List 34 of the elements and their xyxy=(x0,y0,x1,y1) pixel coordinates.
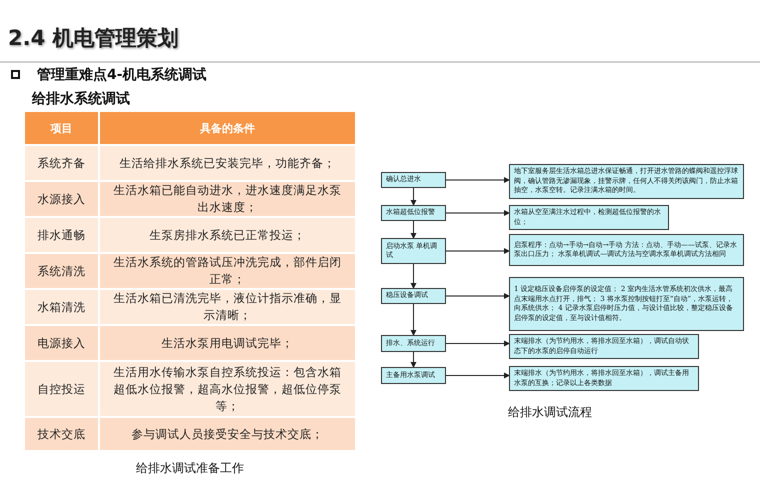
arrow xyxy=(410,264,416,289)
arrow xyxy=(410,220,416,239)
arrow xyxy=(446,293,510,299)
table-cell: 技术交底 xyxy=(25,418,98,450)
table-cell: 生活水箱已清洗完毕，液位计指示准确，显示清晰； xyxy=(100,290,355,324)
table-cell: 生活给排水系统已安装完毕，功能齐备； xyxy=(100,146,355,180)
arrow xyxy=(446,210,510,216)
table-cell: 生活水系统的管路试压冲洗完成，部件启闭正常； xyxy=(100,254,355,288)
table-cell: 自控投运 xyxy=(25,362,98,416)
table-cell: 系统齐备 xyxy=(25,146,98,180)
table-cell: 水源接入 xyxy=(25,182,98,216)
table-cell: 生泵房排水系统已正常投运； xyxy=(100,218,355,252)
table-cell: 电源接入 xyxy=(25,326,98,360)
table-cell: 生活水箱已能自动进水，进水速度满足水泵出水速度； xyxy=(100,182,355,216)
column-header: 项目 xyxy=(25,112,98,144)
arrow xyxy=(410,352,416,368)
table-cell: 生活水泵用电调试完毕； xyxy=(100,326,355,360)
arrow xyxy=(446,248,510,254)
arrow xyxy=(446,177,510,183)
table-cell: 水箱清洗 xyxy=(25,290,98,324)
table-caption: 给排水调试准备工作 xyxy=(135,460,245,477)
arrow xyxy=(446,372,510,378)
table-cell: 系统清洗 xyxy=(25,254,98,288)
section-heading: 管理重难点4-机电系统调试 xyxy=(37,66,207,84)
column-header: 具备的条件 xyxy=(100,112,355,144)
table-cell: 参与调试人员接受安全与技术交底； xyxy=(100,418,355,450)
table-cell: 排水通畅 xyxy=(25,218,98,252)
sub-heading: 给排水系统调试 xyxy=(32,90,130,108)
figure-caption: 给排水调试流程 xyxy=(507,404,593,421)
arrow xyxy=(410,188,416,206)
slide-title: 2.4 机电管理策划 xyxy=(8,25,179,52)
table-cell: 生活用水传输水泵自控系统投运：包含水箱超低水位报警，超高水位报警，超低位停泵等； xyxy=(100,362,355,416)
arrow xyxy=(446,340,510,346)
arrow xyxy=(410,304,416,336)
